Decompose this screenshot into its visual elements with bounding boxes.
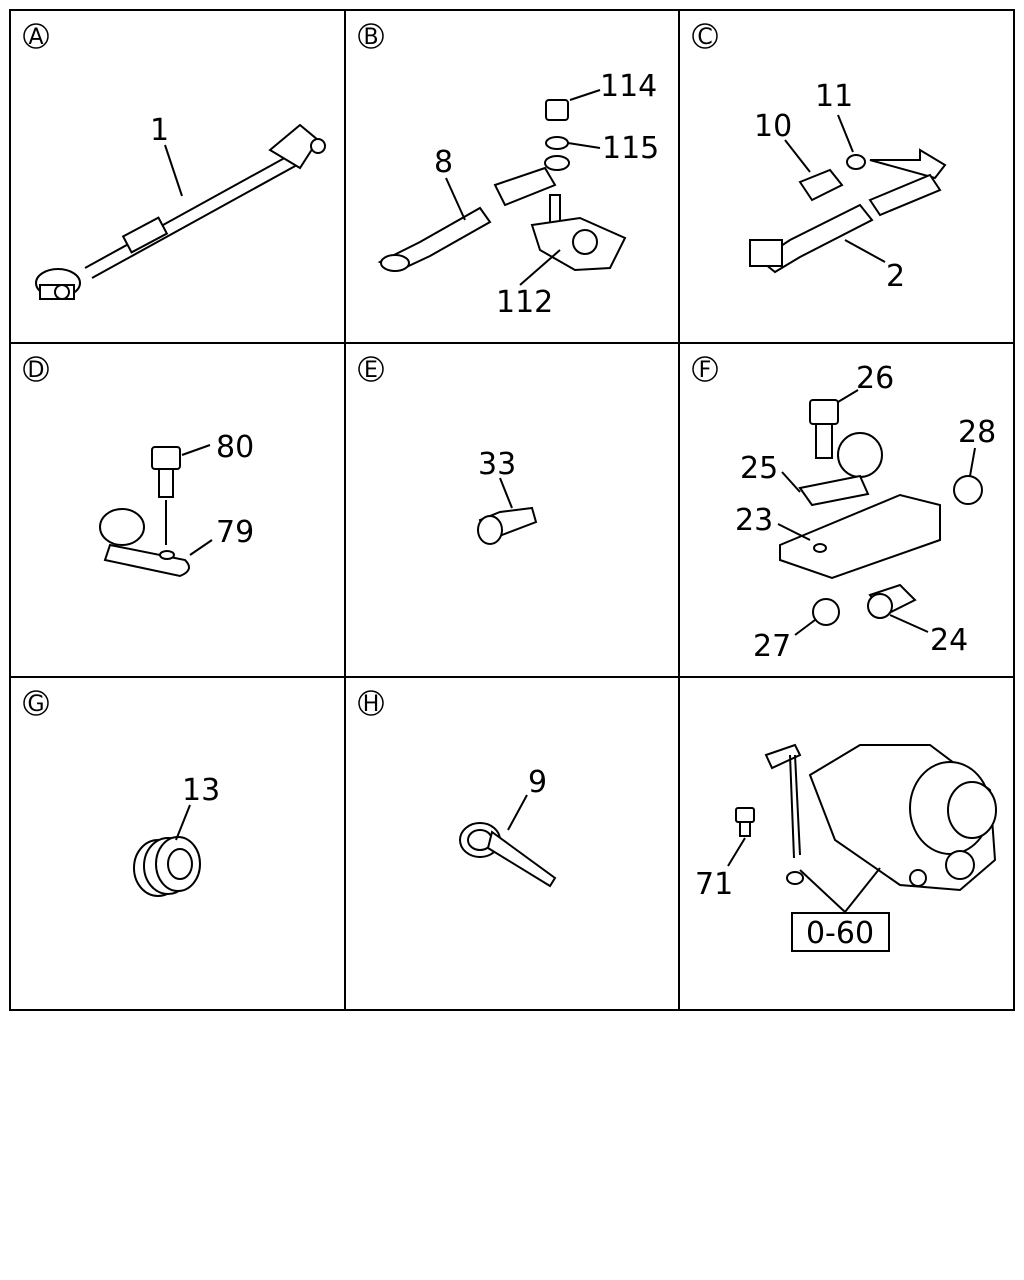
grommet-drawing bbox=[133, 836, 201, 897]
leader-line bbox=[499, 477, 513, 509]
ground-cable-drawing bbox=[749, 148, 947, 274]
reference-box bbox=[791, 912, 890, 952]
bracket-assembly-drawing bbox=[779, 399, 983, 626]
part-label-10: 10 bbox=[754, 109, 792, 144]
leader-line bbox=[175, 804, 191, 841]
panel-c-letter: C bbox=[697, 25, 712, 50]
panel-e-letter: E bbox=[364, 358, 378, 383]
part-label-8: 8 bbox=[434, 145, 453, 180]
battery-cable-drawing bbox=[35, 123, 326, 300]
panel-f-letter: F bbox=[699, 358, 712, 383]
part-label-114: 114 bbox=[600, 69, 657, 104]
terminal-cable-drawing bbox=[377, 99, 627, 272]
panel-f: F 26 28 25 23 27 24 bbox=[692, 356, 996, 664]
cap-drawing bbox=[477, 506, 538, 545]
panel-b: B 114 115 8 112 bbox=[358, 23, 659, 320]
panel-e: E 33 bbox=[358, 356, 538, 545]
part-label-2: 2 bbox=[886, 259, 905, 294]
leader-lines bbox=[727, 837, 881, 913]
part-label-79: 79 bbox=[216, 515, 254, 550]
panel-c: C 11 10 2 bbox=[692, 23, 947, 294]
clip-bolt-drawing bbox=[99, 446, 190, 578]
part-label-9: 9 bbox=[528, 765, 547, 800]
reference-box-label: 0-60 bbox=[806, 916, 874, 951]
leader-line bbox=[507, 794, 528, 831]
part-label-33: 33 bbox=[478, 447, 516, 482]
part-label-1: 1 bbox=[150, 113, 169, 148]
part-label-25: 25 bbox=[740, 451, 778, 486]
panel-a-letter: A bbox=[28, 25, 43, 50]
panel-h-letter: H bbox=[363, 692, 380, 717]
starter-motor-drawing bbox=[735, 743, 997, 892]
part-label-23: 23 bbox=[735, 503, 773, 538]
part-label-115: 115 bbox=[602, 131, 659, 166]
leader-lines bbox=[181, 444, 213, 556]
clamp-drawing bbox=[459, 822, 557, 888]
part-label-80: 80 bbox=[216, 430, 254, 465]
part-label-71: 71 bbox=[695, 867, 733, 902]
panel-g: G 13 bbox=[23, 690, 220, 897]
panel-d-letter: D bbox=[28, 358, 45, 383]
part-label-28: 28 bbox=[958, 415, 996, 450]
panel-g-letter: G bbox=[27, 692, 44, 717]
leader-line bbox=[164, 144, 183, 197]
part-label-11: 11 bbox=[815, 79, 853, 114]
leader-lines bbox=[445, 89, 601, 286]
part-label-13: 13 bbox=[182, 773, 220, 808]
panel-a: A 1 bbox=[23, 23, 326, 300]
grid-frame bbox=[9, 9, 1015, 1011]
part-label-24: 24 bbox=[930, 623, 968, 658]
part-label-27: 27 bbox=[753, 629, 791, 664]
leader-lines bbox=[777, 389, 976, 636]
panel-b-letter: B bbox=[363, 25, 378, 50]
panel-h: H 9 bbox=[358, 690, 557, 888]
panel-d: D 80 79 bbox=[23, 356, 254, 578]
panel-starter: 71 0-60 bbox=[695, 743, 997, 952]
part-label-26: 26 bbox=[856, 361, 894, 396]
part-label-112: 112 bbox=[496, 285, 553, 320]
leader-lines bbox=[784, 114, 886, 263]
